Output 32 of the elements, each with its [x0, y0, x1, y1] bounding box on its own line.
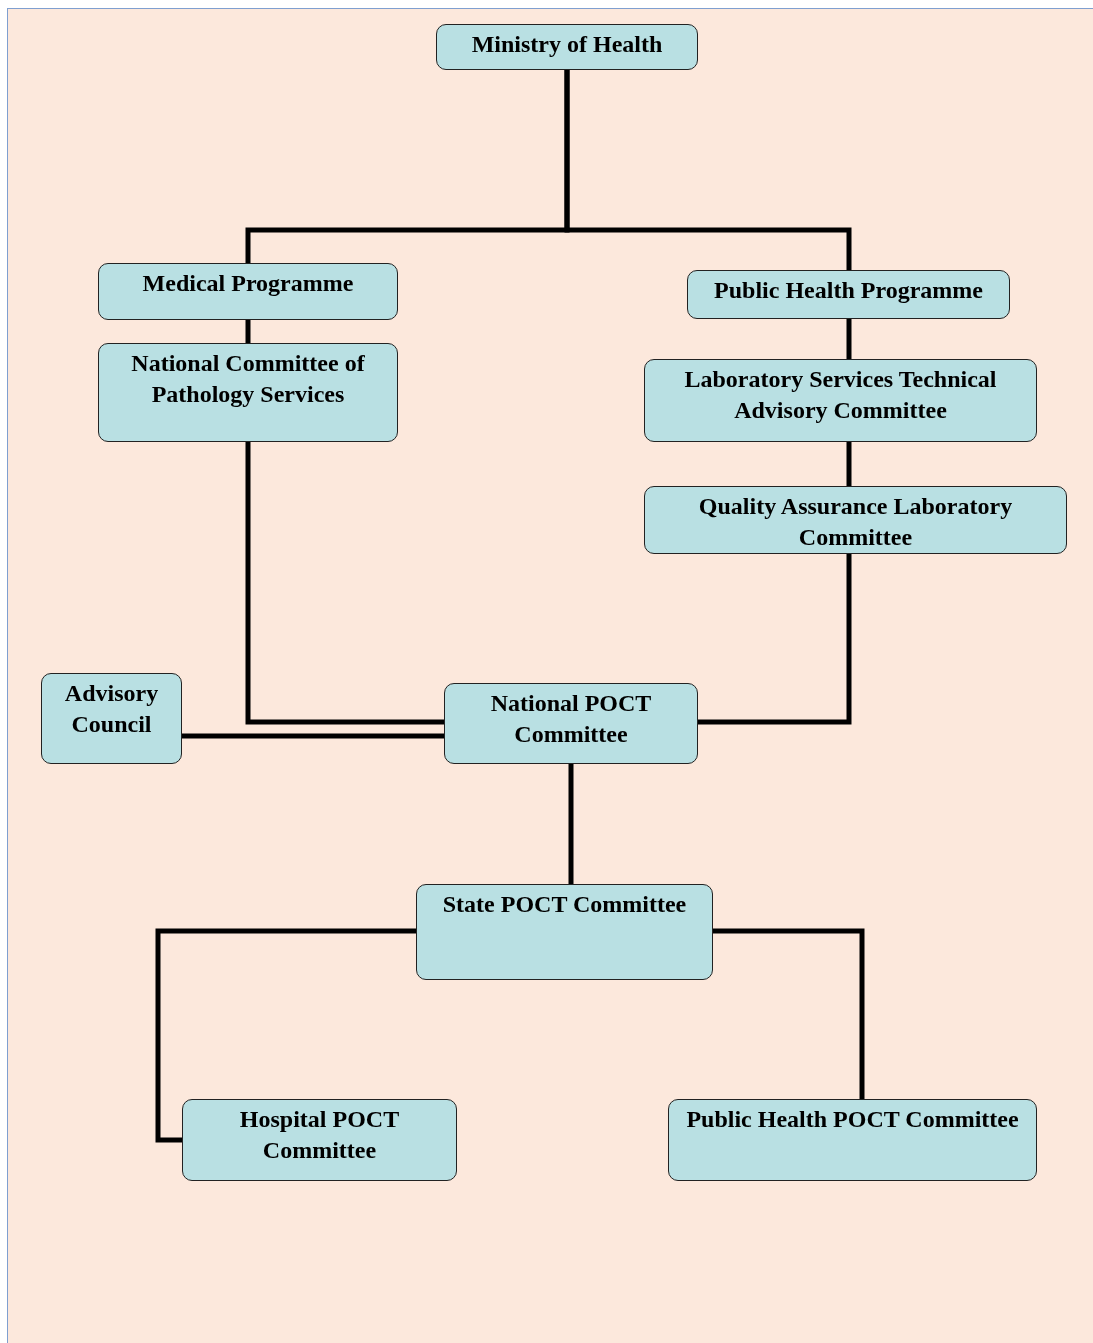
connector-line — [245, 442, 444, 725]
connector-line — [155, 928, 416, 1143]
box-label: National Committee of Pathology Services — [130, 349, 366, 409]
org-box — [444, 683, 698, 764]
connector-line — [245, 320, 251, 343]
box-label: State POCT Committee — [442, 890, 687, 919]
connector-line — [564, 70, 852, 270]
org-box — [644, 486, 1067, 554]
box-label: Hospital POCT Committee — [238, 1105, 401, 1165]
org-box — [98, 263, 398, 320]
org-box — [668, 1099, 1037, 1181]
box-label: Laboratory Services Technical Advisory Committee — [683, 365, 998, 425]
org-box — [98, 343, 398, 442]
connector-line — [846, 319, 852, 359]
box-label: Public Health Programme — [714, 276, 983, 305]
org-box — [182, 1099, 457, 1181]
org-box — [436, 24, 698, 70]
org-box — [644, 359, 1037, 442]
box-label: Advisory Council — [63, 679, 160, 739]
connector-line — [713, 928, 865, 1099]
org-box — [687, 270, 1010, 319]
connector-line — [846, 442, 852, 486]
org-box — [41, 673, 182, 764]
box-label: National POCT Committee — [489, 689, 653, 749]
connector-line — [698, 554, 852, 725]
box-label: Medical Programme — [142, 269, 354, 298]
connector-line — [182, 733, 444, 739]
box-label: Public Health POCT Committee — [686, 1105, 1019, 1134]
box-label: Quality Assurance Laboratory Committee — [697, 492, 1014, 552]
connector-line — [568, 764, 574, 884]
org-box — [416, 884, 713, 980]
box-label: Ministry of Health — [471, 30, 663, 59]
